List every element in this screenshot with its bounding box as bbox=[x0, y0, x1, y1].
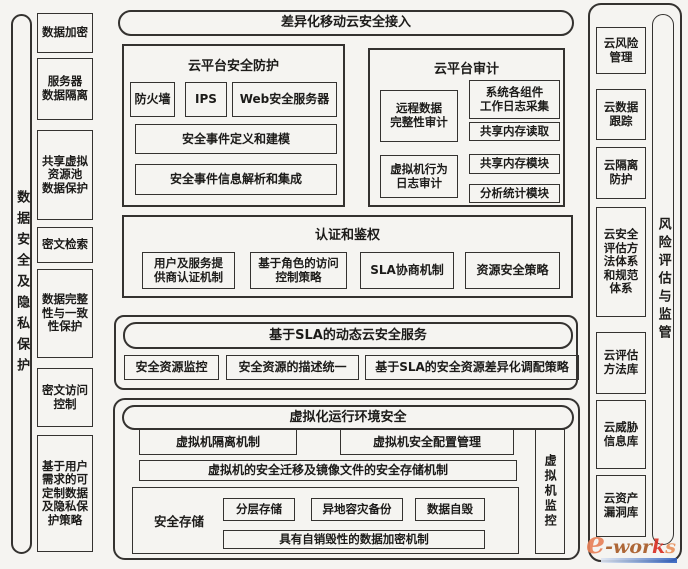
section-risk-assessment-panel: 云风险 管理 云数据 跟踪 云隔离 防护 云安全 评估方 法体系 和规范 体系 … bbox=[588, 3, 682, 562]
box-offsite-disaster-backup: 异地容灾备份 bbox=[311, 498, 403, 521]
left-box-integrity-consistency: 数据完整 性与一致 性保护 bbox=[37, 269, 93, 358]
eworks-logo-k: k bbox=[652, 536, 666, 558]
section-title-cloud-platform-protection: 云平台安全防护 bbox=[187, 59, 279, 74]
box-component-log-collection: 系统各组件 工作日志采集 bbox=[469, 80, 560, 119]
box-tiered-storage: 分层存储 bbox=[223, 498, 295, 521]
box-vm-behavior-log-audit: 虚拟机行为 日志审计 bbox=[380, 155, 458, 198]
box-data-self-destruction: 数据自毁 bbox=[415, 498, 485, 521]
box-shared-memory-module: 共享内存模块 bbox=[469, 154, 560, 174]
left-vertical-label-data-security-privacy: 数据安全及隐私保护 bbox=[11, 14, 32, 554]
section-virtualization-security: 虚拟化运行环境安全 虚拟机隔离机制 虚拟机安全配置管理 虚拟机的安全迁移及镜像文… bbox=[113, 398, 580, 560]
banner-differentiated-mobile-cloud-access: 差异化移动云安全接入 bbox=[118, 10, 574, 36]
right-box-cloud-isolation-protection: 云隔离 防护 bbox=[596, 147, 646, 199]
left-box-server-data-isolation: 服务器 数据隔离 bbox=[37, 58, 93, 120]
header-virtualization-security: 虚拟化运行环境安全 bbox=[122, 405, 574, 430]
box-ips: IPS bbox=[185, 82, 227, 117]
left-box-data-encryption: 数据加密 bbox=[37, 13, 93, 53]
left-box-shared-pool-protection: 共享虚拟 资源池 数据保护 bbox=[37, 130, 93, 220]
eworks-logo-wor: -wor bbox=[605, 536, 653, 558]
box-sla-negotiation-mechanism: SLA协商机制 bbox=[360, 252, 454, 289]
box-user-provider-authentication: 用户及服务提 供商认证机制 bbox=[142, 252, 235, 289]
eworks-logo-e: e bbox=[586, 526, 606, 561]
right-box-assessment-method-system: 云安全 评估方 法体系 和规范 体系 bbox=[596, 207, 646, 317]
box-vm-monitoring-vertical: 虚拟机监控 bbox=[535, 429, 565, 554]
section-cloud-platform-audit: 云平台审计 远程数据 完整性审计 虚拟机行为 日志审计 系统各组件 工作日志采集… bbox=[368, 48, 565, 207]
box-resource-security-policy: 资源安全策略 bbox=[465, 252, 560, 289]
box-sla-differentiated-allocation: 基于SLA的安全资源差异化调配策略 bbox=[365, 355, 579, 380]
box-security-resource-monitoring: 安全资源监控 bbox=[124, 355, 219, 380]
box-role-based-access-control: 基于角色的访问 控制策略 bbox=[250, 252, 347, 289]
box-web-security-server: Web安全服务器 bbox=[232, 82, 337, 117]
section-authentication-authorization: 认证和鉴权 用户及服务提 供商认证机制 基于角色的访问 控制策略 SLA协商机制… bbox=[122, 215, 573, 298]
right-box-cloud-risk-management: 云风险 管理 bbox=[596, 27, 646, 74]
eworks-logo-s: s bbox=[665, 536, 676, 558]
right-box-threat-info-library: 云威胁 信息库 bbox=[596, 400, 646, 469]
box-security-event-integration: 安全事件信息解析和集成 bbox=[135, 164, 337, 195]
box-analysis-statistics-module: 分析统计模块 bbox=[469, 184, 560, 203]
box-vm-isolation-mechanism: 虚拟机隔离机制 bbox=[139, 429, 297, 455]
box-firewall: 防火墙 bbox=[130, 82, 175, 117]
section-cloud-platform-protection: 云平台安全防护 防火墙 IPS Web安全服务器 安全事件定义和建模 安全事件信… bbox=[122, 44, 345, 207]
right-vertical-label-risk-assessment-supervision: 风险评估与监管 bbox=[652, 14, 674, 545]
header-sla-dynamic-services: 基于SLA的动态云安全服务 bbox=[123, 322, 573, 349]
left-box-ciphertext-access-control: 密文访问 控制 bbox=[37, 368, 93, 427]
section-title-authentication: 认证和鉴权 bbox=[314, 228, 380, 243]
box-shared-memory-read: 共享内存读取 bbox=[469, 122, 560, 141]
eworks-logo: e-works bbox=[586, 529, 688, 567]
box-unified-resource-description: 安全资源的描述统一 bbox=[226, 355, 359, 380]
box-remote-data-integrity-audit: 远程数据 完整性审计 bbox=[380, 90, 458, 142]
box-self-destruct-encryption: 具有自销毁性的数据加密机制 bbox=[223, 530, 485, 549]
box-vm-security-config-mgmt: 虚拟机安全配置管理 bbox=[340, 429, 514, 455]
box-vm-migration-image-storage: 虚拟机的安全迁移及镜像文件的安全存储机制 bbox=[139, 460, 517, 481]
left-box-custom-privacy-policy: 基于用户 需求的可 定制数据 及隐私保 护策略 bbox=[37, 435, 93, 552]
right-box-assessment-method-library: 云评估 方法库 bbox=[596, 332, 646, 394]
subsection-secure-storage: 安全存储 分层存储 异地容灾备份 数据自毁 具有自销毁性的数据加密机制 bbox=[132, 487, 519, 554]
left-box-ciphertext-retrieval: 密文检索 bbox=[37, 227, 93, 263]
box-security-event-modeling: 安全事件定义和建模 bbox=[135, 124, 337, 154]
section-sla-dynamic-services: 基于SLA的动态云安全服务 安全资源监控 安全资源的描述统一 基于SLA的安全资… bbox=[114, 315, 579, 390]
eworks-logo-underline bbox=[601, 558, 677, 563]
right-box-asset-vulnerability-library: 云资产 漏洞库 bbox=[596, 475, 646, 537]
label-secure-storage: 安全存储 bbox=[153, 514, 204, 529]
right-box-cloud-data-tracking: 云数据 跟踪 bbox=[596, 89, 646, 140]
section-title-cloud-platform-audit: 云平台审计 bbox=[433, 62, 499, 77]
